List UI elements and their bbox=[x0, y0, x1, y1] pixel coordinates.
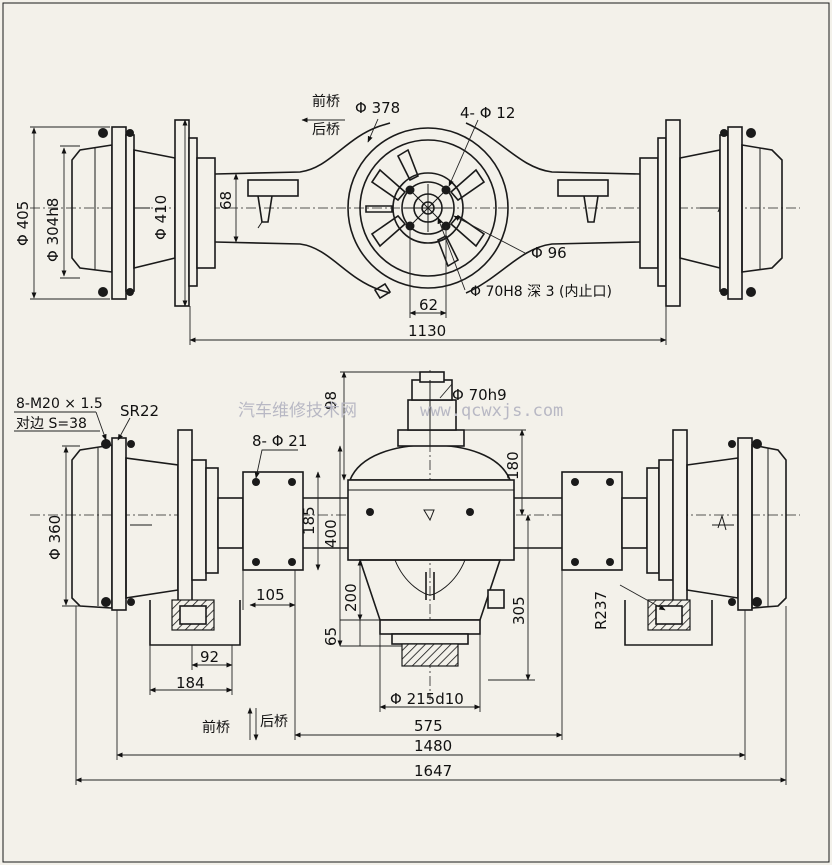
dim-62: 62 bbox=[419, 296, 438, 314]
dim-phi96: Φ 96 bbox=[531, 244, 567, 262]
dim-phi360: Φ 360 bbox=[46, 515, 64, 560]
dim-400: 400 bbox=[322, 519, 340, 548]
dim-305: 305 bbox=[510, 596, 528, 625]
dim-duibian: 对边 S=38 bbox=[16, 416, 87, 432]
dim-phi405: Φ 405 bbox=[14, 201, 32, 246]
dim-105: 105 bbox=[256, 586, 285, 604]
dim-phi70h8: Φ 70H8 深 3 (内止口) bbox=[470, 284, 612, 300]
top-view: 前桥 后桥 Φ 378 4- Φ 12 Φ 405 Φ 304h8 Φ 410 … bbox=[14, 93, 800, 345]
dim-92: 92 bbox=[200, 648, 219, 666]
dim-200: 200 bbox=[342, 583, 360, 612]
top-left-flange bbox=[111, 126, 127, 300]
dim-1647: 1647 bbox=[414, 762, 452, 780]
dim-phi378: Φ 378 bbox=[355, 99, 400, 117]
dim-sr22: SR22 bbox=[120, 402, 159, 420]
dim-4phi12: 4- Φ 12 bbox=[460, 104, 515, 122]
dim-575: 575 bbox=[414, 717, 443, 735]
dim-r237: R237 bbox=[592, 591, 610, 630]
bottom-right-drum bbox=[751, 444, 787, 609]
dim-1480: 1480 bbox=[414, 737, 452, 755]
label-houqiao-bottom: 后桥 bbox=[260, 714, 288, 730]
dim-phi70h9: Φ 70h9 bbox=[452, 386, 507, 404]
bottom-left-drum bbox=[71, 444, 113, 609]
watermark-chinese: 汽车维修技术网 bbox=[238, 401, 357, 421]
dim-phi410: Φ 410 bbox=[152, 195, 170, 240]
top-right-brake-plate bbox=[665, 119, 681, 307]
dim-8phi21: 8- Φ 21 bbox=[252, 432, 307, 450]
dim-phi215d10: Φ 215d10 bbox=[390, 690, 464, 708]
watermark: 汽车维修技术网 www.qcwxjs.com bbox=[238, 401, 563, 421]
dim-m20: 8-M20 × 1.5 bbox=[16, 396, 103, 412]
top-housing-outer bbox=[347, 127, 509, 289]
top-left-drum bbox=[71, 144, 113, 273]
watermark-url: www.qcwxjs.com bbox=[420, 401, 563, 421]
bottom-right-spring-pad bbox=[561, 471, 623, 571]
label-qianqiao-top: 前桥 bbox=[312, 93, 340, 110]
label-houqiao-top: 后桥 bbox=[312, 122, 340, 138]
dim-180: 180 bbox=[504, 451, 522, 480]
dim-65: 65 bbox=[322, 627, 340, 646]
dim-98: 98 bbox=[322, 391, 340, 410]
top-right-flange bbox=[727, 126, 743, 300]
dim-185: 185 bbox=[300, 506, 318, 535]
dim-phi304h8: Φ 304h8 bbox=[44, 198, 62, 262]
bottom-view: 8-M20 × 1.5 对边 S=38 SR22 98 Φ 70h9 8- Φ … bbox=[14, 370, 800, 785]
dim-1130: 1130 bbox=[408, 322, 446, 340]
dim-184: 184 bbox=[176, 674, 205, 692]
dim-68: 68 bbox=[217, 191, 235, 210]
bottom-left-spring-pad bbox=[242, 471, 304, 571]
top-right-drum bbox=[741, 144, 783, 273]
top-left-brake-plate bbox=[174, 119, 190, 307]
label-qianqiao-bottom: 前桥 bbox=[202, 719, 230, 736]
